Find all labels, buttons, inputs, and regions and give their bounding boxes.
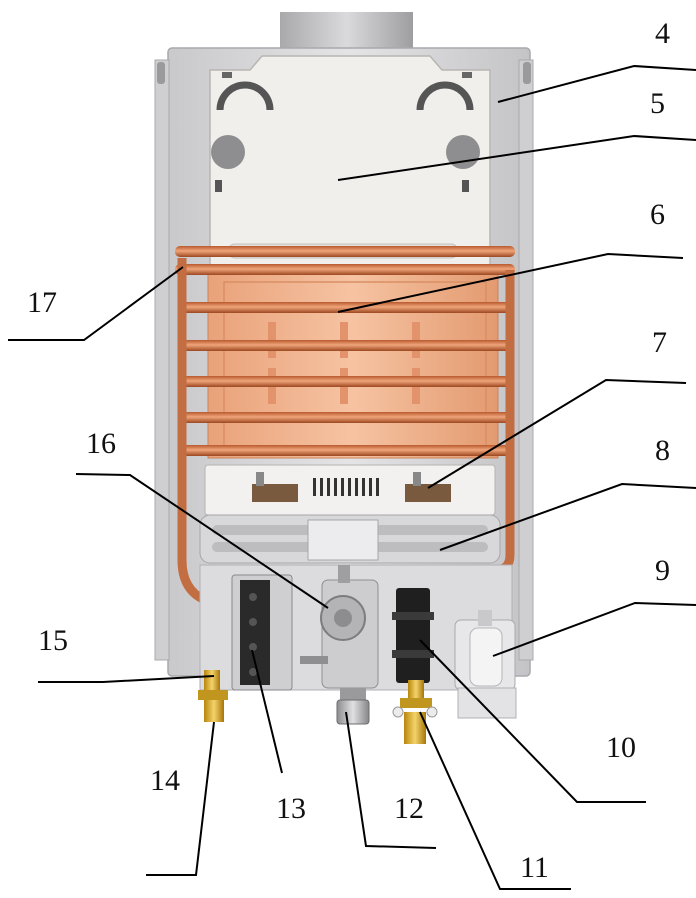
- callout-12: 12: [394, 792, 424, 825]
- leader-line-7: [427, 378, 687, 489]
- leader-line-10: [419, 639, 646, 803]
- water-valve: [392, 588, 434, 683]
- callout-13: 13: [276, 792, 306, 825]
- leader-line-13: [251, 649, 283, 774]
- callout-14: 14: [150, 764, 180, 797]
- callout-5: 5: [650, 87, 665, 120]
- callout-17: 17: [27, 286, 57, 319]
- leader-line-15: [38, 675, 215, 683]
- callout-4: 4: [655, 17, 670, 50]
- callout-16: 16: [86, 427, 116, 460]
- leader-line-14: [146, 721, 215, 876]
- gas-valve: [300, 565, 379, 725]
- leader-line-11: [419, 711, 571, 890]
- burner-manifold: [199, 514, 501, 564]
- callout-10: 10: [606, 731, 636, 764]
- leader-line-5: [337, 134, 696, 181]
- callout-11: 11: [520, 851, 549, 884]
- callout-6: 6: [650, 198, 665, 231]
- leader-line-16: [75, 473, 329, 609]
- battery-box: [231, 574, 293, 691]
- leader-lines: [8, 64, 696, 890]
- leader-line-6: [337, 252, 684, 313]
- leader-line-9: [492, 601, 696, 657]
- callout-labels: 4 5 6 7 8 9 10 11 12 13 14 15 16 17: [27, 17, 670, 884]
- pulse-igniter: [454, 610, 517, 719]
- burner-cover: [204, 464, 496, 516]
- fan-hood: [209, 55, 491, 269]
- leader-line-4: [497, 64, 696, 103]
- callout-15: 15: [38, 624, 68, 657]
- inlet-fittings: [198, 670, 438, 744]
- leader-line-8: [439, 482, 696, 551]
- leader-line-12: [345, 711, 437, 849]
- leader-line-17: [8, 266, 184, 341]
- callout-8: 8: [655, 434, 670, 467]
- flue-collar: [280, 12, 413, 52]
- callout-7: 7: [652, 326, 667, 359]
- appliance-illustration: [154, 12, 534, 744]
- callout-9: 9: [655, 554, 670, 587]
